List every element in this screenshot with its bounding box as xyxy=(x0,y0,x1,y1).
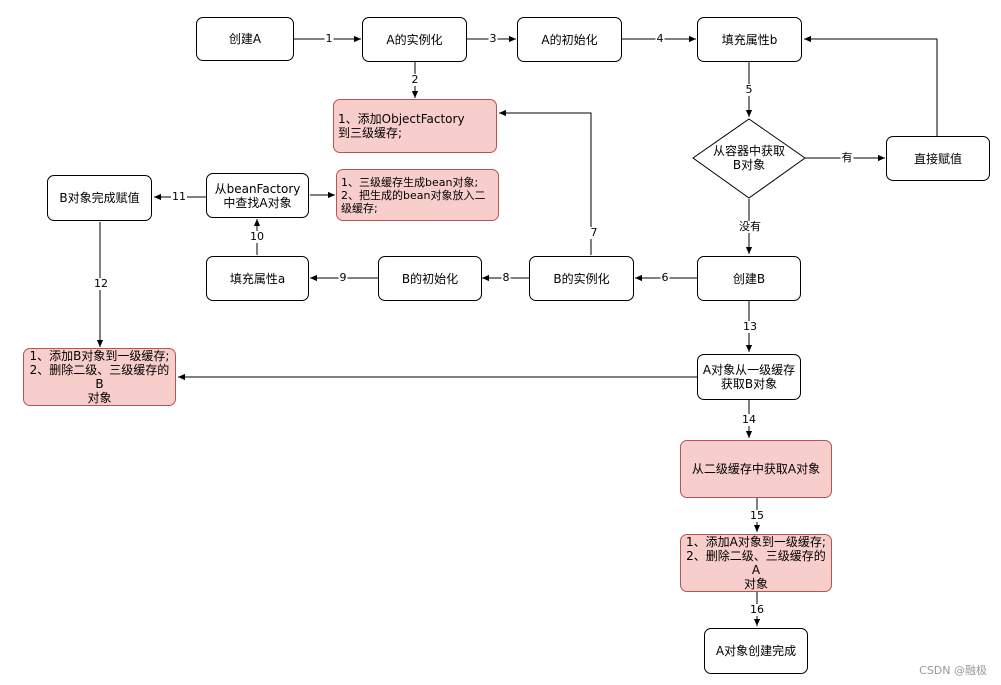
edge-label-16: 16 xyxy=(749,603,765,616)
edge-label-7: 7 xyxy=(589,226,599,239)
edge-7 xyxy=(499,109,592,255)
edge-back xyxy=(804,35,938,180)
edge-label-no: 没有 xyxy=(738,220,762,233)
edge-label-11: 11 xyxy=(171,190,187,203)
edge-label-6: 6 xyxy=(660,271,670,284)
node-add-object-factory: 1、添加ObjectFactory 到三级缓存; xyxy=(333,99,497,153)
edge-label-15: 15 xyxy=(749,509,765,522)
decision-get-b xyxy=(692,118,806,199)
watermark: CSDN @融极 xyxy=(919,664,987,677)
node-create-a: 创建A xyxy=(196,17,294,61)
node-a-init: A的初始化 xyxy=(517,17,622,62)
edge-label-2: 2 xyxy=(410,73,420,86)
edge-label-yes: 有 xyxy=(840,151,854,164)
node-add-b-l1: 1、添加B对象到一级缓存; 2、删除二级、三级缓存的B 对象 xyxy=(23,348,176,406)
node-a-done: A对象创建完成 xyxy=(704,628,808,674)
node-b-done-assign: B对象完成赋值 xyxy=(47,175,152,221)
node-b-instance: B的实例化 xyxy=(529,256,634,301)
edge-label-3: 3 xyxy=(488,32,498,45)
edge-label-12: 12 xyxy=(93,277,109,290)
node-direct-assign: 直接赋值 xyxy=(886,136,990,181)
node-a-get-b-l1: A对象从一级缓存 获取B对象 xyxy=(697,354,801,400)
node-get-a-l2: 从二级缓存中获取A对象 xyxy=(680,440,832,498)
edge-label-10: 10 xyxy=(249,230,265,243)
node-a-instance: A的实例化 xyxy=(362,17,467,62)
edge-label-14: 14 xyxy=(741,413,757,426)
node-fill-a: 填充属性a xyxy=(206,256,309,301)
edge-label-13: 13 xyxy=(742,320,758,333)
edge-label-5: 5 xyxy=(744,83,754,96)
edge-label-4: 4 xyxy=(655,32,665,45)
edge-label-9: 9 xyxy=(338,271,348,284)
node-gen-bean: 1、三级缓存生成bean对象; 2、把生成的bean对象放入二 级缓存; xyxy=(336,169,499,221)
edge-label-8: 8 xyxy=(501,271,511,284)
node-add-a-l1: 1、添加A对象到一级缓存; 2、删除二级、三级缓存的A 对象 xyxy=(680,534,832,592)
node-fill-b: 填充属性b xyxy=(697,17,802,62)
node-b-init: B的初始化 xyxy=(378,256,482,301)
decision-get-b-label: 从容器中获取 B对象 xyxy=(712,144,786,172)
node-create-b: 创建B xyxy=(697,256,801,301)
edge-label-1: 1 xyxy=(324,32,334,45)
node-find-a-factory: 从beanFactory 中查找A对象 xyxy=(206,173,309,218)
